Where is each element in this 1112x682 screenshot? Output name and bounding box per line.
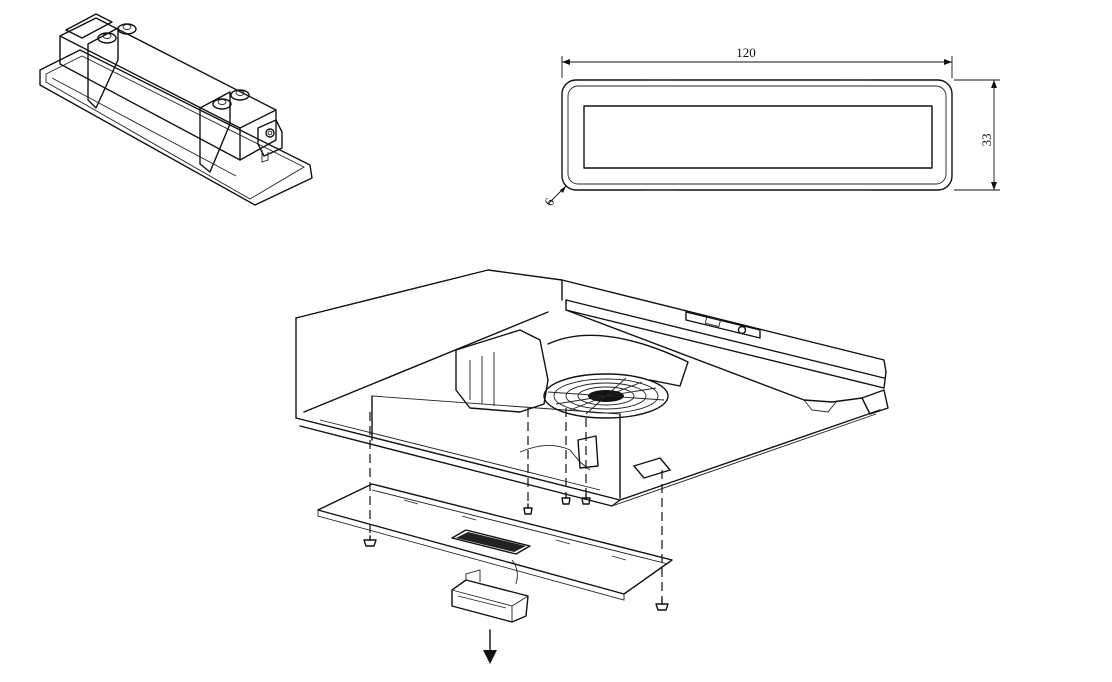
range-hood-assembly — [295, 269, 889, 664]
inner-window — [583, 105, 933, 169]
lamp-wiring-box — [577, 435, 599, 469]
lamp-module — [451, 579, 529, 623]
dimension-height-label: 33 — [979, 134, 994, 147]
fan-grille — [543, 373, 669, 419]
lamp-window — [451, 529, 531, 555]
screw — [655, 597, 669, 611]
lamp-dimension-drawing: 120 33 6 — [541, 45, 1000, 208]
dimension-width-label: 120 — [736, 45, 756, 60]
hood-back-panel — [295, 269, 563, 319]
outer-frame — [561, 79, 953, 191]
screw — [523, 503, 533, 515]
screw — [363, 535, 377, 547]
screw — [581, 493, 591, 505]
blower-housing — [455, 329, 549, 413]
screw — [561, 493, 571, 505]
lamp-unit-3d — [39, 13, 313, 206]
control-panel — [685, 311, 761, 339]
lamp-cover-panel — [317, 483, 673, 595]
